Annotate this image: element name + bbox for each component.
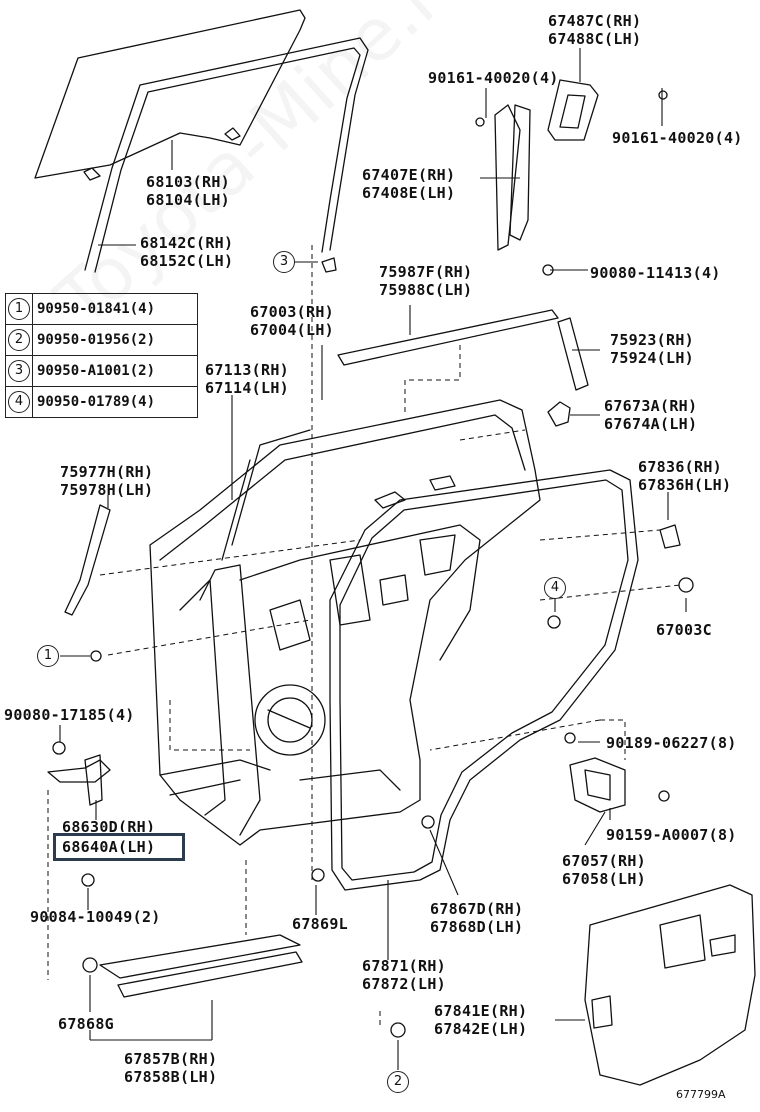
figure-code: 677799A bbox=[676, 1088, 726, 1101]
legend-row: 2 90950-01956(2) bbox=[5, 324, 198, 356]
clip-67673 bbox=[547, 401, 571, 427]
callout-3: 3 bbox=[273, 251, 295, 273]
rear-corner-piece bbox=[557, 317, 589, 391]
label-67841e[interactable]: 67841E(RH)67842E(LH) bbox=[434, 1002, 528, 1038]
door-weatherstrip bbox=[329, 469, 639, 891]
label-67868g[interactable]: 67868G bbox=[58, 1015, 114, 1033]
door-lock-assembly bbox=[569, 757, 626, 813]
label-90161-right[interactable]: 90161-40020(4) bbox=[612, 129, 743, 147]
label-67487c[interactable]: 67487C(RH)67488C(LH) bbox=[548, 12, 642, 48]
lower-moulding bbox=[99, 934, 303, 998]
fasteners bbox=[52, 90, 694, 1038]
legend-part-number: 90950-A1001(2) bbox=[32, 355, 198, 387]
legend-number-badge: 3 bbox=[8, 360, 30, 382]
glass-run-channel bbox=[84, 37, 369, 273]
door-trim-board bbox=[584, 884, 756, 1086]
label-75977h[interactable]: 75977H(RH)75978H(LH) bbox=[60, 463, 154, 499]
label-67673a[interactable]: 67673A(RH)67674A(LH) bbox=[604, 397, 698, 433]
door-check bbox=[47, 754, 111, 806]
label-68103[interactable]: 68103(RH)68104(LH) bbox=[146, 173, 230, 209]
label-67113[interactable]: 67113(RH)67114(LH) bbox=[205, 361, 289, 397]
legend-number-badge: 4 bbox=[8, 391, 30, 413]
leader-lines bbox=[59, 48, 687, 1070]
legend-row: 4 90950-01789(4) bbox=[5, 386, 198, 418]
label-90159-a0007[interactable]: 90159-A0007(8) bbox=[606, 826, 737, 844]
door-shell bbox=[149, 399, 541, 846]
label-67857b[interactable]: 67857B(RH)67858B(LH) bbox=[124, 1050, 218, 1086]
door-frame-garnish bbox=[494, 79, 599, 251]
legend-number-badge: 2 bbox=[8, 329, 30, 351]
label-68630d[interactable]: 68630D(RH) bbox=[62, 818, 156, 832]
label-75923[interactable]: 75923(RH)75924(LH) bbox=[610, 331, 694, 367]
legend-part-number: 90950-01841(4) bbox=[32, 293, 198, 325]
label-67869l[interactable]: 67869L bbox=[292, 915, 348, 933]
label-75987f[interactable]: 75987F(RH)75988C(LH) bbox=[379, 263, 473, 299]
label-67871[interactable]: 67871(RH)67872(LH) bbox=[362, 957, 446, 993]
belt-moulding bbox=[337, 309, 559, 366]
callout-2: 2 bbox=[387, 1071, 409, 1093]
label-68640a[interactable]: 68640A(LH) bbox=[62, 838, 156, 856]
label-67407e[interactable]: 67407E(RH)67408E(LH) bbox=[362, 166, 456, 202]
label-90080-17185[interactable]: 90080-17185(4) bbox=[4, 706, 135, 724]
callout-4: 4 bbox=[544, 577, 566, 599]
legend-row: 3 90950-A1001(2) bbox=[5, 355, 198, 387]
label-90189-06227[interactable]: 90189-06227(8) bbox=[606, 734, 737, 752]
label-90161-left[interactable]: 90161-40020(4) bbox=[428, 69, 559, 87]
legend-number-badge: 1 bbox=[8, 298, 30, 320]
fastener-legend-table: 1 90950-01841(4) 2 90950-01956(2) 3 9095… bbox=[5, 293, 198, 418]
legend-part-number: 90950-01956(2) bbox=[32, 324, 198, 356]
legend-row: 1 90950-01841(4) bbox=[5, 293, 198, 325]
label-67057[interactable]: 67057(RH)67058(LH) bbox=[562, 852, 646, 888]
highlighted-part-box bbox=[53, 833, 185, 861]
label-67003c[interactable]: 67003C bbox=[656, 621, 712, 639]
label-67003[interactable]: 67003(RH)67004(LH) bbox=[250, 303, 334, 339]
label-67867d[interactable]: 67867D(RH)67868D(LH) bbox=[430, 900, 524, 936]
label-68142c[interactable]: 68142C(RH)68152C(LH) bbox=[140, 234, 234, 270]
door-glass bbox=[34, 9, 306, 181]
garnish-strip-75977 bbox=[64, 504, 111, 616]
callout-1: 1 bbox=[37, 645, 59, 667]
label-67836[interactable]: 67836(RH)67836H(LH) bbox=[638, 458, 732, 494]
label-90084-10049[interactable]: 90084-10049(2) bbox=[30, 908, 161, 926]
label-90080-11413[interactable]: 90080-11413(4) bbox=[590, 264, 721, 282]
dashed-guides bbox=[47, 245, 681, 1025]
legend-part-number: 90950-01789(4) bbox=[32, 386, 198, 418]
